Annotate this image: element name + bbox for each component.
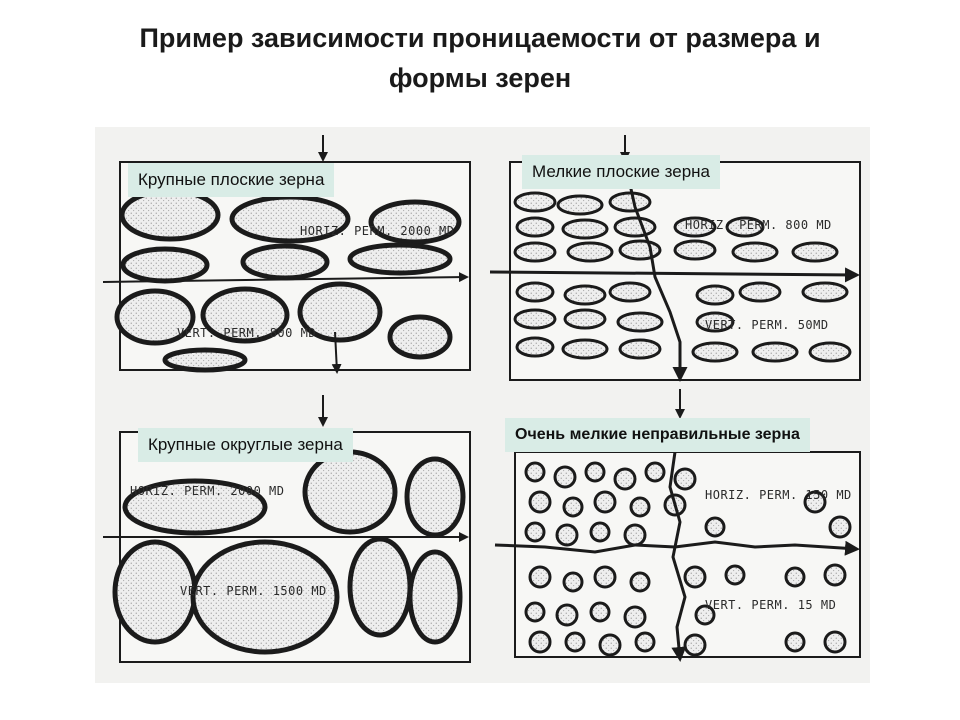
permeability-diagram: HORIZ. PERM. 2000 MD VERT. PERM. 800 MD xyxy=(95,127,870,683)
title-line-1: Пример зависимости проницаемости от разм… xyxy=(139,23,821,53)
title-line-2: формы зерен xyxy=(388,63,572,93)
panel-small-flat: HORIZ. PERM. 800 MD VERT. PERM. 50MD xyxy=(489,135,861,382)
panel-very-small-irregular: HORIZ. PERM. 150 MD VERT. PERM. 15 MD xyxy=(494,389,861,662)
horiz-perm-label: HORIZ. PERM. 2000 MD xyxy=(130,484,285,498)
caption-large-round: Крупные округлые зерна xyxy=(138,428,353,462)
caption-large-flat: Крупные плоские зерна xyxy=(128,163,335,197)
vert-perm-label: VERT. PERM. 15 MD xyxy=(705,598,836,612)
caption-small-flat: Мелкие плоские зерна xyxy=(522,155,721,189)
slide-title: Пример зависимости проницаемости от разм… xyxy=(0,18,960,98)
vert-perm-label: VERT. PERM. 50MD xyxy=(705,318,829,332)
grain-group xyxy=(114,188,462,373)
horiz-perm-label: HORIZ. PERM. 2000 MD xyxy=(300,224,455,238)
horiz-perm-label: HORIZ. PERM. 800 MD xyxy=(685,218,832,232)
grain-group xyxy=(112,449,466,655)
panel-large-round: HORIZ. PERM. 2000 MD VERT. PERM. 1500 MD xyxy=(103,395,471,663)
horiz-perm-label: HORIZ. PERM. 150 MD xyxy=(705,488,852,502)
grain-group xyxy=(513,191,852,363)
caption-very-small-irregular: Очень мелкие неправильные зерна xyxy=(505,418,810,452)
vert-perm-label: VERT. PERM. 800 MD xyxy=(177,326,316,340)
vert-perm-label: VERT. PERM. 1500 MD xyxy=(180,584,327,598)
diagram-svg: HORIZ. PERM. 2000 MD VERT. PERM. 800 MD xyxy=(102,135,861,663)
grain-group xyxy=(524,461,852,657)
